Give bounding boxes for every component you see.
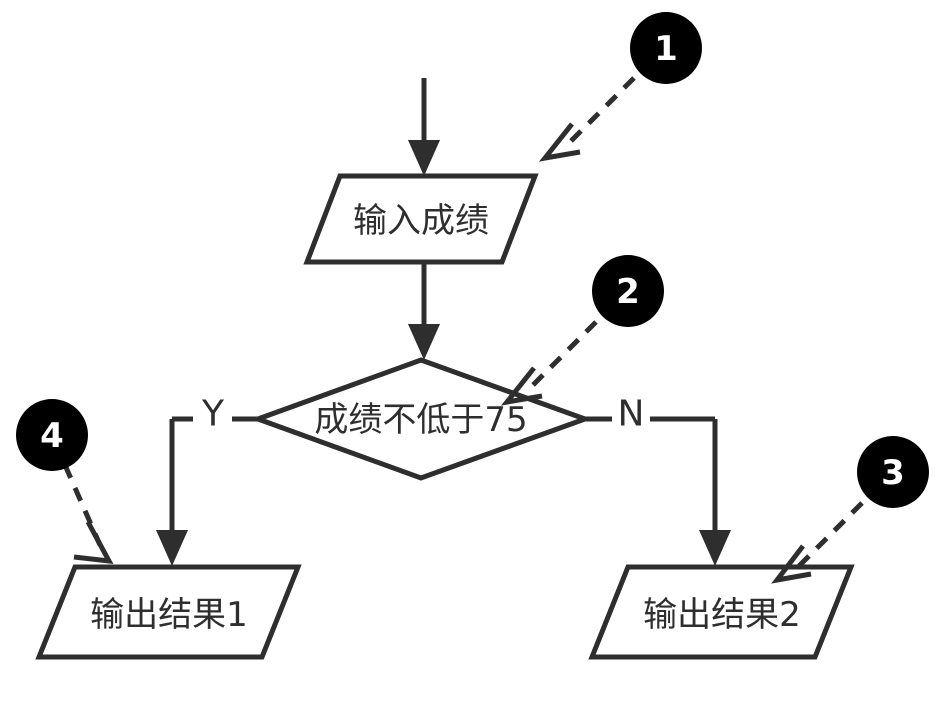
callout-1-arrowhead bbox=[538, 122, 581, 162]
output-result-2-shape bbox=[588, 564, 855, 660]
decision-score-label: 成绩不低于75 bbox=[314, 400, 527, 440]
callout-3-arrowhead bbox=[771, 544, 812, 584]
callout-2[interactable]: 2 bbox=[500, 255, 664, 406]
callout-2-arrowhead bbox=[500, 366, 543, 406]
callout-1-label: 1 bbox=[654, 29, 678, 69]
callout-4-arrowhead bbox=[73, 520, 114, 565]
callout-1-circle bbox=[630, 12, 702, 84]
output-result-1-shape bbox=[35, 564, 302, 660]
callout-4[interactable]: 4 bbox=[16, 399, 114, 565]
branch-label-no: N bbox=[618, 394, 645, 435]
callout-4-label: 4 bbox=[40, 416, 64, 456]
callout-1-leader bbox=[564, 76, 636, 148]
edge-decision-no: N bbox=[585, 394, 731, 566]
callout-1[interactable]: 1 bbox=[538, 12, 702, 162]
callout-4-circle bbox=[16, 399, 88, 471]
output-result-1-label: 输出结果1 bbox=[90, 595, 248, 635]
callout-2-circle bbox=[592, 255, 664, 327]
entry-arrowhead bbox=[408, 140, 440, 176]
callout-2-leader bbox=[526, 320, 598, 392]
input-score-label: 输入成绩 bbox=[353, 201, 489, 241]
callout-3-label: 3 bbox=[881, 453, 905, 493]
node-output-result-1[interactable]: 输出结果1 bbox=[35, 564, 302, 660]
callout-3-leader bbox=[795, 501, 864, 570]
branch-label-yes: Y bbox=[201, 394, 225, 435]
callout-3-circle bbox=[857, 436, 929, 508]
output-result-2-label: 输出结果2 bbox=[643, 595, 801, 635]
node-decision-score[interactable]: 成绩不低于75 bbox=[250, 357, 593, 481]
node-output-result-2[interactable]: 输出结果2 bbox=[588, 564, 855, 660]
edge-input-to-decision bbox=[408, 262, 440, 360]
callout-2-label: 2 bbox=[616, 272, 640, 312]
node-input-score[interactable]: 输入成绩 bbox=[303, 173, 539, 265]
input-decision-arrowhead bbox=[408, 324, 440, 360]
yes-arrowhead bbox=[156, 530, 188, 566]
no-arrowhead bbox=[699, 530, 731, 566]
callout-3[interactable]: 3 bbox=[771, 436, 929, 584]
input-score-shape bbox=[303, 173, 539, 265]
edge-entry-to-input bbox=[408, 78, 440, 176]
edge-decision-yes: Y bbox=[156, 394, 258, 566]
